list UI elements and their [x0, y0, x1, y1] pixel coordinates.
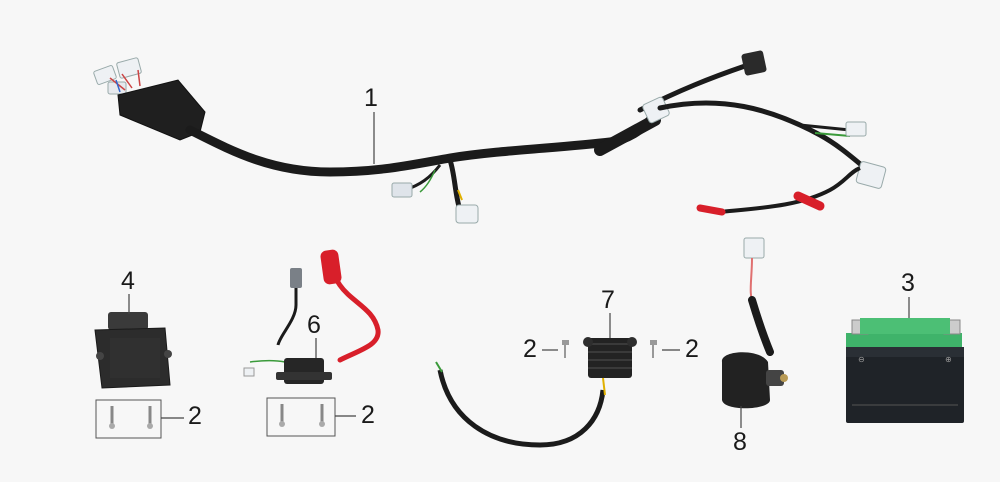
wiring-harness [93, 50, 887, 224]
svg-text:⊖: ⊖ [858, 355, 865, 364]
battery: ⊖ ⊕ [846, 318, 964, 423]
battery-lead-red-left [696, 204, 726, 216]
harness-small-connector-right [845, 121, 867, 137]
ignition-coil [243, 249, 381, 384]
cdi-screw-set [95, 399, 162, 439]
harness-lower-connector-left [391, 182, 413, 198]
callout-screw-set-cdi: 2 [188, 402, 202, 430]
callout-wiring-harness: 1 [364, 84, 378, 112]
spark-plug-cap [320, 249, 342, 285]
coil-screw-set [266, 397, 336, 437]
callout-battery: 3 [901, 269, 915, 297]
callout-screw-rectifier-left: 2 [523, 335, 537, 363]
rectifier [435, 337, 637, 448]
rectifier-screw-right [650, 340, 657, 358]
harness-connector-right [855, 161, 887, 189]
rectifier-screw-left [562, 340, 569, 358]
callout-screw-rectifier-right: 2 [685, 335, 699, 363]
callout-cdi-unit: 4 [121, 267, 135, 295]
callout-screw-set-coil: 2 [361, 401, 375, 429]
starter-relay [721, 237, 788, 409]
harness-lower-connector [455, 204, 479, 224]
harness-upper-connector [741, 50, 767, 76]
callout-ignition-coil: 6 [307, 311, 321, 339]
cdi-unit [94, 312, 172, 389]
callout-starter-relay: 8 [733, 428, 747, 456]
svg-text:⊕: ⊕ [945, 355, 952, 364]
callout-rectifier: 7 [601, 286, 615, 314]
harness-left-connectors [93, 57, 142, 95]
harness-main-trunk [185, 105, 665, 177]
battery-lead-red-right [793, 191, 825, 211]
